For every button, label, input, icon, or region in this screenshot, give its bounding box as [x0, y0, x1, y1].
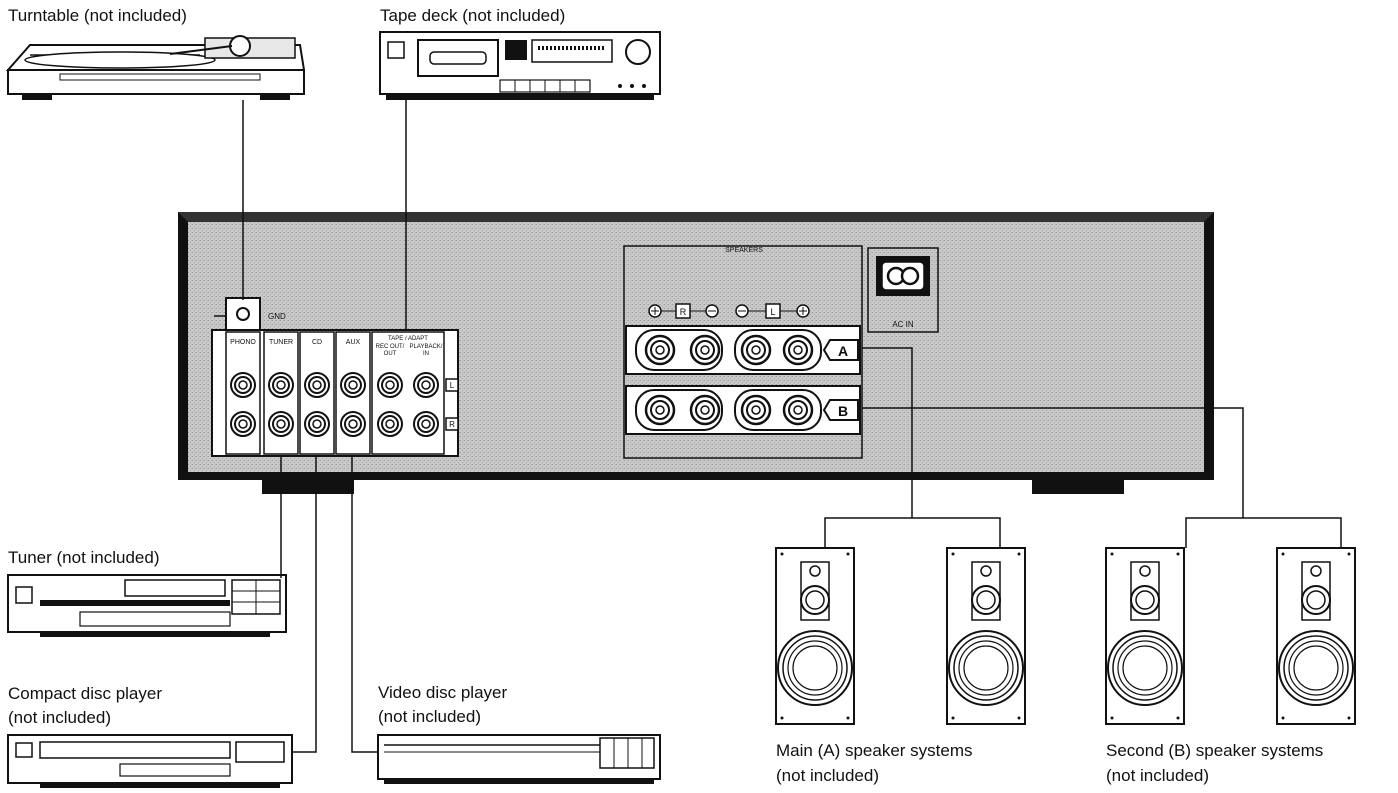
tuner-label: Tuner (not included) [8, 548, 160, 567]
cd-player-label-line1: Compact disc player [8, 684, 163, 703]
speaker-b-cable [862, 407, 1244, 518]
speaker-a-label: A [838, 343, 848, 359]
cables [242, 100, 1342, 753]
tape-adapt-label: TAPE / ADAPT [388, 336, 428, 342]
rec-out-label: REC OUT/ [376, 344, 405, 350]
tuner-device [7, 574, 287, 637]
tape-deck-label: Tape deck (not included) [380, 6, 566, 25]
speaker-a-cable [862, 347, 913, 518]
turntable-label: Turntable (not included) [8, 6, 187, 25]
gnd-label: GND [268, 312, 286, 321]
aux-jack-label: AUX [346, 339, 361, 346]
amplifier-rear-panel: GND PHONO TUNER CD AUX TAPE / ADAPT REC … [178, 212, 1214, 494]
ac-in-label: AC IN [892, 320, 914, 329]
second-speakers-split [1185, 517, 1342, 548]
video-disc-label-line2: (not included) [378, 707, 482, 726]
tuner-jack-label: TUNER [269, 339, 293, 346]
in-label: IN [423, 351, 429, 357]
channel-l-label: L [450, 381, 455, 390]
spk-r-label: R [680, 307, 687, 317]
video-disc-cable [351, 455, 378, 753]
cd-player-label-line2: (not included) [8, 708, 112, 727]
speaker-polarity-row: R L [648, 303, 810, 319]
second-speaker-left [1105, 547, 1185, 725]
playback-label: PLAYBACK/ [410, 344, 443, 350]
phono-label: PHONO [230, 339, 256, 346]
video-disc-player-device [377, 734, 661, 784]
main-speaker-left [775, 547, 855, 725]
second-speakers-label-line2: (not included) [1106, 766, 1210, 785]
cd-cable [292, 455, 317, 753]
second-speaker-right [1276, 547, 1356, 725]
main-speaker-right [946, 547, 1026, 725]
second-speakers-label-line1: Second (B) speaker systems [1106, 741, 1324, 760]
tape-deck-device [379, 31, 661, 100]
cd-player-device [7, 734, 293, 788]
out-label: OUT [384, 351, 397, 357]
video-disc-label-line1: Video disc player [378, 683, 508, 702]
turntable-device [5, 35, 306, 100]
cd-jack-label: CD [312, 339, 322, 346]
speakers-label: SPEAKERS [725, 247, 763, 254]
speaker-b-label: B [838, 403, 848, 419]
main-speakers-split [824, 517, 1001, 548]
main-speakers-label-line1: Main (A) speaker systems [776, 741, 973, 760]
spk-l-label: L [770, 307, 775, 317]
channel-r-label: R [449, 420, 455, 429]
main-speakers-label-line2: (not included) [776, 766, 880, 785]
